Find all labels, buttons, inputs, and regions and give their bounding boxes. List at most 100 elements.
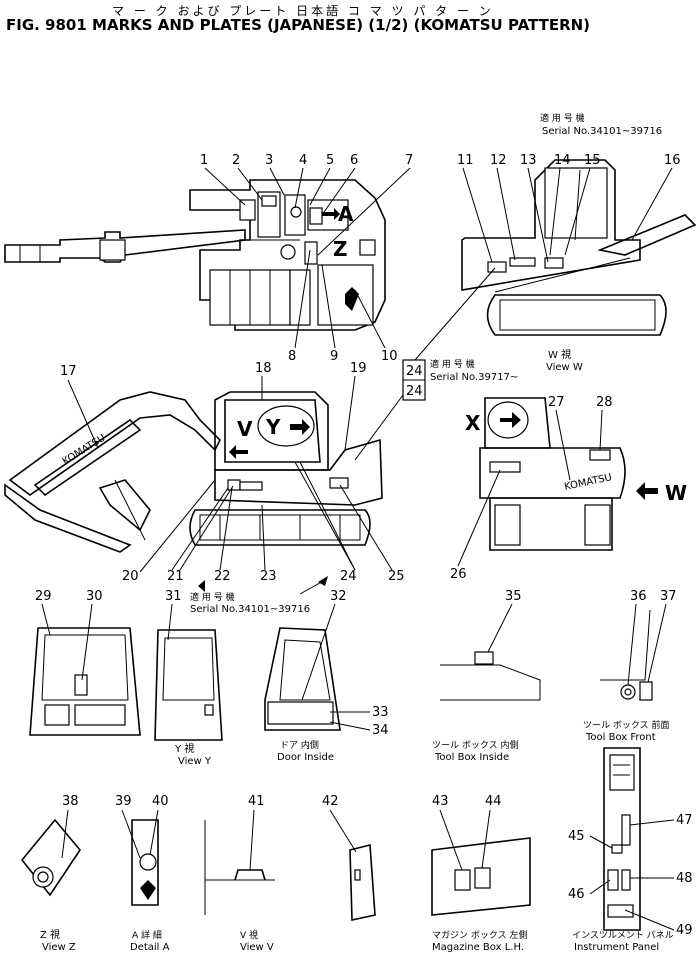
part-label-8: 8 <box>288 349 296 364</box>
part-label-45: 45 <box>568 829 585 844</box>
top-plan-view: A Z <box>4 179 386 331</box>
part-label-14: 14 <box>554 153 571 168</box>
part-label-49: 49 <box>676 923 693 938</box>
serial-bot: Serial No.34101~39716 <box>190 604 310 615</box>
part-label-35: 35 <box>505 589 522 604</box>
part-label-36: 36 <box>630 589 647 604</box>
tbf-jp: ツール ボックス 前面 <box>583 719 669 731</box>
part-label-7: 7 <box>405 153 413 168</box>
ip-label: Instrument Panel <box>574 942 659 953</box>
part-label-24: 24 <box>340 569 357 584</box>
instrument-panel: 45 46 47 48 49 インスツルメント パネル Instrument P… <box>568 747 693 953</box>
title-japanese: マ ー ク および プレート 日本語 コ マ ツ パ タ ー ン <box>112 4 494 18</box>
part-label-5: 5 <box>326 153 334 168</box>
door-inside: 32 33 34 ドア 内側 Door Inside <box>264 589 389 763</box>
mag-jp: マガジン ボックス 左側 <box>432 929 527 941</box>
ip-jp: インスツルメント パネル <box>572 930 674 941</box>
tbf-label: Tool Box Front <box>585 732 656 743</box>
part-label-30: 30 <box>86 589 103 604</box>
part-label-43: 43 <box>432 794 449 809</box>
view-y-label: View Y <box>178 756 212 767</box>
part-label-13: 13 <box>520 153 537 168</box>
part-label-15: 15 <box>584 153 601 168</box>
serial-top-jp: 適 用 号 機 <box>540 112 585 124</box>
part-label-47: 47 <box>676 813 693 828</box>
view-letter-y: Y <box>265 415 281 439</box>
part-label-33: 33 <box>372 705 389 720</box>
part-label-2: 2 <box>232 153 240 168</box>
part-label-40: 40 <box>152 794 169 809</box>
part-label-9: 9 <box>330 349 338 364</box>
figure-title: FIG. 9801 MARKS AND PLATES (JAPANESE) (1… <box>6 16 591 34</box>
view-letter-x: X <box>465 411 481 435</box>
part-label-28: 28 <box>596 395 613 410</box>
magazine-box-detail: 42 <box>322 794 376 921</box>
view-letter-z: Z <box>333 237 348 261</box>
detail-a: 39 40 A 詳 細 Detail A <box>115 794 170 953</box>
view-y-cab: 29 30 Y 視 View Y <box>29 589 212 767</box>
magazine-box-lh: 43 44 マガジン ボックス 左側 Magazine Box L.H. <box>431 794 531 953</box>
door-inside-jp: ドア 内側 <box>280 739 319 751</box>
door-inside-label: Door Inside <box>277 752 334 763</box>
part-label-23: 23 <box>260 569 277 584</box>
serial-box-group: 24 24 適 用 号 機 Serial No.39717~ <box>354 267 518 461</box>
part-label-4: 4 <box>299 153 307 168</box>
detail-a-label: Detail A <box>130 942 170 953</box>
part-label-37: 37 <box>660 589 677 604</box>
part-label-19: 19 <box>350 361 367 376</box>
view-letter-w: W <box>665 481 687 505</box>
rear-view-machine: X KOMATSU W 26 27 28 <box>450 395 687 582</box>
brand-rear: KOMATSU <box>563 472 613 493</box>
part-label-25: 25 <box>388 569 405 584</box>
part-label-3: 3 <box>265 153 273 168</box>
part-label-17: 17 <box>60 364 77 379</box>
boxed-24-a: 24 <box>406 364 423 379</box>
part-label-44: 44 <box>485 794 502 809</box>
part-label-6: 6 <box>350 153 358 168</box>
part-label-48: 48 <box>676 871 693 886</box>
boxed-24-b: 24 <box>406 384 423 399</box>
tbi-label: Tool Box Inside <box>434 752 509 763</box>
part-label-16: 16 <box>664 153 681 168</box>
view-y-jp: Y 視 <box>174 742 194 755</box>
view-letter-a: A <box>338 202 354 226</box>
mag-label: Magazine Box L.H. <box>432 942 524 953</box>
part-label-29: 29 <box>35 589 52 604</box>
part-label-22: 22 <box>214 569 231 584</box>
part-label-27: 27 <box>548 395 565 410</box>
view-y-door: 31 <box>154 589 223 741</box>
part-label-1: 1 <box>200 153 208 168</box>
serial-top: Serial No.34101~39716 <box>542 126 662 137</box>
view-v-label: View V <box>240 942 274 953</box>
view-w-machine: 適 用 号 機 Serial No.34101~39716 W 視 View W… <box>457 112 697 373</box>
view-z-label: View Z <box>42 942 76 953</box>
view-w-label: View W <box>546 362 583 373</box>
view-v-jp: V 視 <box>240 929 258 941</box>
part-label-31: 31 <box>165 589 182 604</box>
detail-a-jp: A 詳 細 <box>132 929 162 941</box>
serial-bot-jp: 適 用 号 機 <box>190 591 235 603</box>
view-v: 41 V 視 View V <box>204 794 275 953</box>
part-label-18: 18 <box>255 361 272 376</box>
part-label-39: 39 <box>115 794 132 809</box>
toolbox-front-detail: 36 37 ツール ボックス 前面 Tool Box Front <box>583 589 677 743</box>
view-w-jp: W 視 <box>548 348 571 361</box>
part-label-32: 32 <box>330 589 347 604</box>
top-plan-labels: 1 2 3 4 5 6 7 8 9 10 <box>200 153 413 364</box>
part-label-38: 38 <box>62 794 79 809</box>
part-label-46: 46 <box>568 887 585 902</box>
view-letter-v: V <box>237 417 253 441</box>
part-label-11: 11 <box>457 153 474 168</box>
part-label-42: 42 <box>322 794 339 809</box>
serial-mid: Serial No.39717~ <box>430 372 518 383</box>
serial-mid-jp: 適 用 号 機 <box>430 358 475 370</box>
part-label-34: 34 <box>372 723 389 738</box>
view-z: 38 Z 視 View Z <box>20 794 81 953</box>
part-label-41: 41 <box>248 794 265 809</box>
part-label-20: 20 <box>122 569 139 584</box>
toolbox-inside: 35 ツール ボックス 内側 Tool Box Inside <box>432 589 541 763</box>
tbi-jp: ツール ボックス 内側 <box>432 739 518 751</box>
view-z-jp: Z 視 <box>40 928 60 941</box>
part-label-12: 12 <box>490 153 507 168</box>
